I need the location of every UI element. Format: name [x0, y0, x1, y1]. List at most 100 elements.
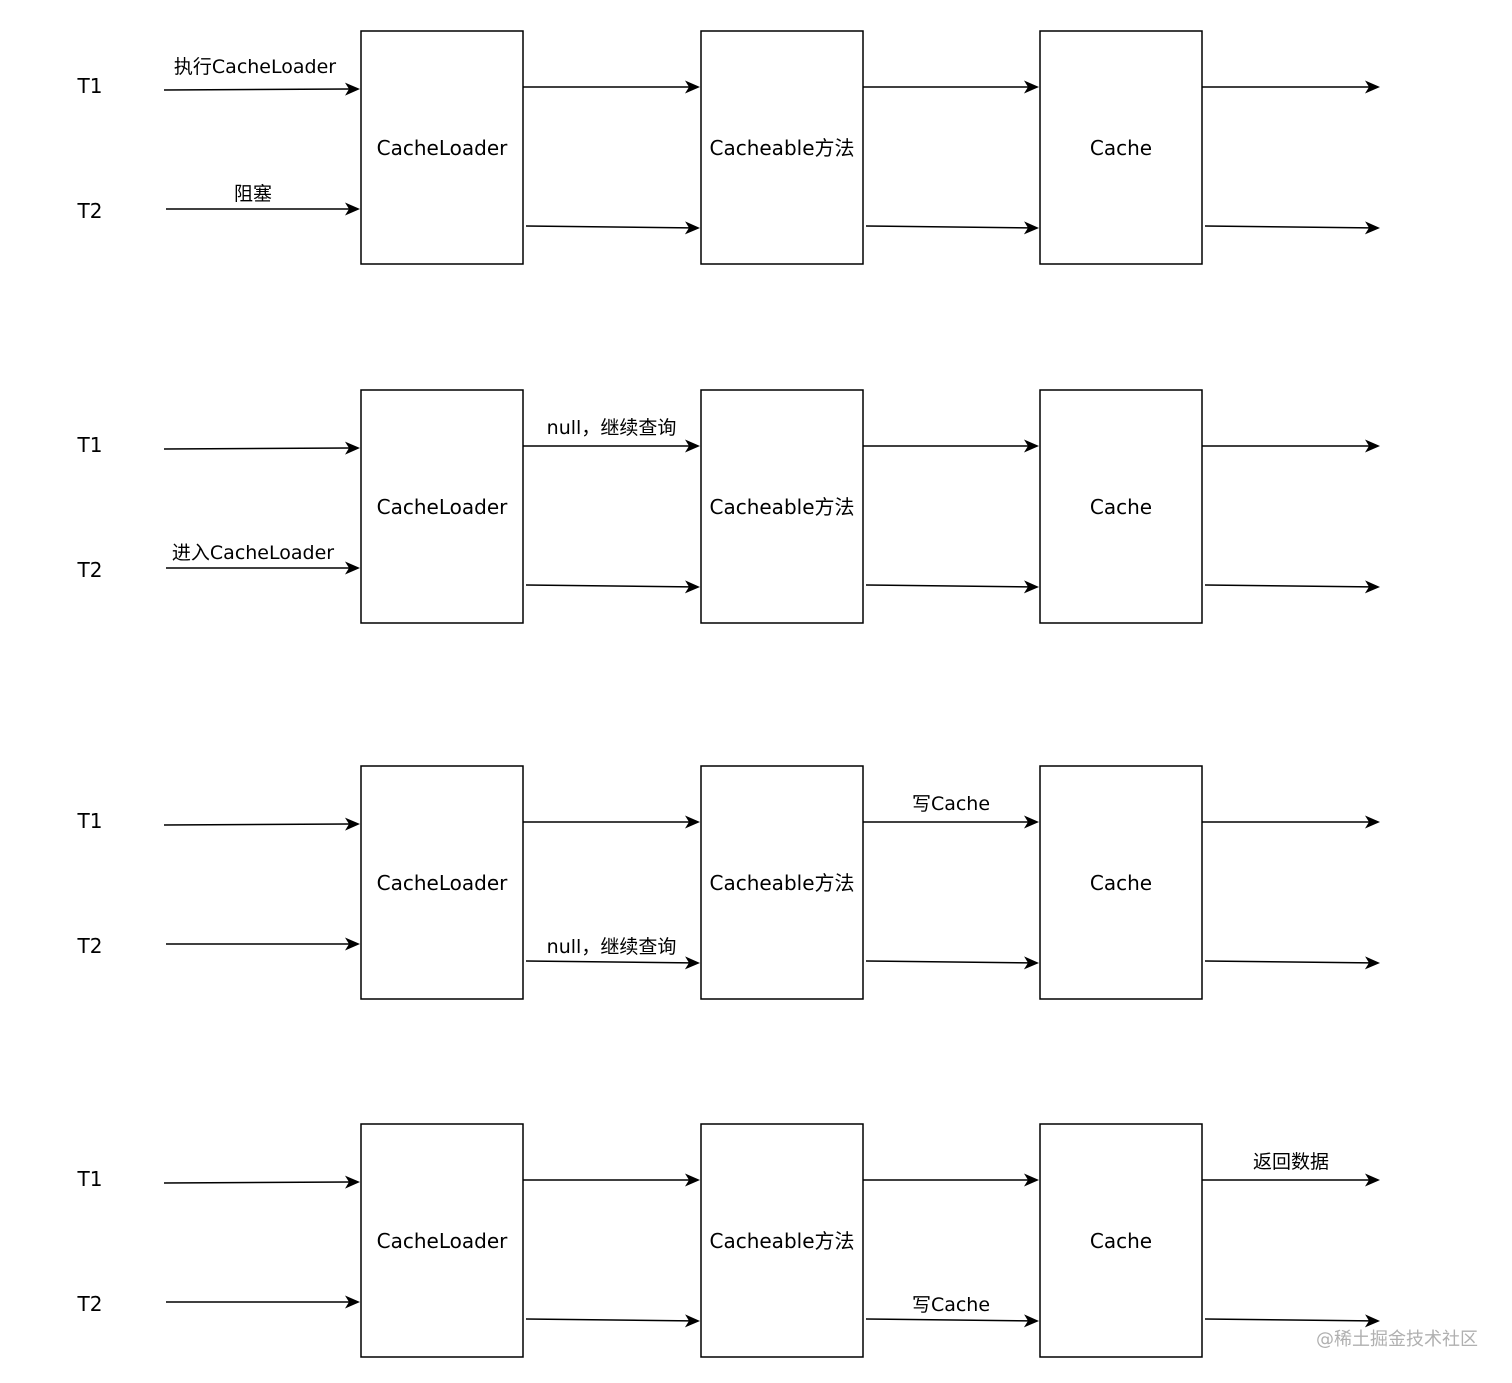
arrowhead — [684, 580, 700, 594]
edge-loader-to-method-t2 — [525, 580, 700, 594]
arrowhead — [344, 817, 360, 831]
box-rect — [360, 389, 524, 624]
edge-in-t2 — [166, 1295, 360, 1309]
box-rect — [700, 765, 864, 1000]
arrowhead — [344, 1175, 360, 1189]
edge-loader-to-method-t1 — [523, 80, 700, 94]
arrowhead — [685, 80, 700, 94]
box-cacheloader: CacheLoader — [360, 1123, 524, 1358]
arrowhead — [1365, 1173, 1380, 1187]
box-cache: Cache — [1039, 30, 1203, 265]
arrow-line — [525, 960, 690, 964]
box-cacheloader: CacheLoader — [360, 389, 524, 624]
arrowhead — [344, 82, 360, 96]
thread-label-t1: T1 — [77, 433, 103, 457]
box-rect — [700, 30, 864, 265]
edge-loader-to-method-t2 — [525, 1314, 700, 1328]
arrowhead — [1023, 1314, 1039, 1328]
arrowhead — [684, 1314, 700, 1328]
box-rect — [700, 389, 864, 624]
arrow-line — [865, 584, 1029, 588]
arrowhead — [345, 561, 360, 575]
arrowhead — [1024, 1173, 1039, 1187]
box-rect — [1039, 765, 1203, 1000]
box-rect — [360, 30, 524, 265]
arrowhead — [1365, 80, 1380, 94]
box-cacheable-method: Cacheable方法 — [700, 389, 864, 624]
arrowhead — [684, 956, 700, 970]
edge-label-method-to-cache-t1: 写Cache — [912, 793, 990, 815]
arrowhead — [685, 439, 700, 453]
box-label: Cache — [1090, 1229, 1152, 1253]
arrowhead — [1024, 815, 1039, 829]
arrowhead — [344, 441, 360, 455]
thread-label-t1: T1 — [77, 809, 103, 833]
arrow-line — [525, 584, 690, 588]
edge-method-to-cache-t2 — [865, 1314, 1039, 1328]
edge-method-to-cache-t2 — [865, 956, 1039, 970]
edge-method-to-cache-t1 — [863, 815, 1039, 829]
arrowhead — [1364, 221, 1380, 235]
arrowhead — [1364, 1314, 1380, 1328]
arrowhead — [684, 221, 700, 235]
arrowhead — [1024, 80, 1039, 94]
edge-in-t1 — [163, 441, 360, 455]
arrow-line — [163, 88, 350, 91]
edge-loader-to-method-t2 — [525, 956, 700, 970]
arrowhead — [1023, 956, 1039, 970]
edge-method-to-cache-t1 — [863, 1173, 1039, 1187]
arrowhead — [1365, 439, 1380, 453]
edge-method-to-cache-t1 — [863, 80, 1039, 94]
edge-method-to-cache-t1 — [863, 439, 1039, 453]
arrow-line — [1204, 1318, 1370, 1322]
edge-label-loader-to-method-t2: null，继续查询 — [547, 936, 677, 958]
arrow-line — [163, 447, 350, 450]
box-label: CacheLoader — [377, 136, 508, 160]
edge-out-t2 — [1204, 956, 1380, 970]
arrowhead — [345, 202, 360, 216]
box-label: Cacheable方法 — [709, 495, 854, 519]
box-label: Cacheable方法 — [709, 871, 854, 895]
arrowhead — [685, 1173, 700, 1187]
edge-in-t1 — [163, 817, 360, 831]
edge-out-t2 — [1204, 221, 1380, 235]
thread-label-t2: T2 — [77, 558, 103, 582]
edge-loader-to-method-t1 — [523, 815, 700, 829]
box-rect — [1039, 30, 1203, 265]
box-label: Cache — [1090, 136, 1152, 160]
box-rect — [1039, 1123, 1203, 1358]
arrowhead — [345, 937, 360, 951]
arrowhead — [1023, 221, 1039, 235]
edge-label-in-t2: 阻塞 — [234, 183, 272, 205]
arrowhead — [1365, 815, 1380, 829]
box-cacheloader: CacheLoader — [360, 30, 524, 265]
edge-loader-to-method-t2 — [525, 221, 700, 235]
arrow-line — [1204, 225, 1370, 229]
box-cacheable-method: Cacheable方法 — [700, 1123, 864, 1358]
edge-label-in-t1: 执行CacheLoader — [174, 56, 336, 78]
arrowhead — [1024, 439, 1039, 453]
arrow-line — [1204, 584, 1370, 588]
edge-method-to-cache-t2 — [865, 580, 1039, 594]
box-label: Cacheable方法 — [709, 1229, 854, 1253]
edge-out-t1 — [1202, 80, 1380, 94]
box-rect — [1039, 389, 1203, 624]
edge-out-t2 — [1204, 1314, 1380, 1328]
box-rect — [360, 765, 524, 1000]
arrow-line — [865, 1318, 1029, 1322]
arrow-line — [525, 1318, 690, 1322]
edge-in-t2 — [166, 937, 360, 951]
box-label: CacheLoader — [377, 1229, 508, 1253]
box-cache: Cache — [1039, 1123, 1203, 1358]
box-cacheable-method: Cacheable方法 — [700, 30, 864, 265]
watermark-text: @稀土掘金技术社区 — [1316, 1329, 1478, 1350]
arrow-line — [1204, 960, 1370, 964]
thread-label-t1: T1 — [77, 1167, 103, 1191]
arrow-line — [865, 225, 1029, 229]
thread-label-t2: T2 — [77, 934, 103, 958]
arrow-line — [163, 1181, 350, 1184]
thread-label-t2: T2 — [77, 199, 103, 223]
